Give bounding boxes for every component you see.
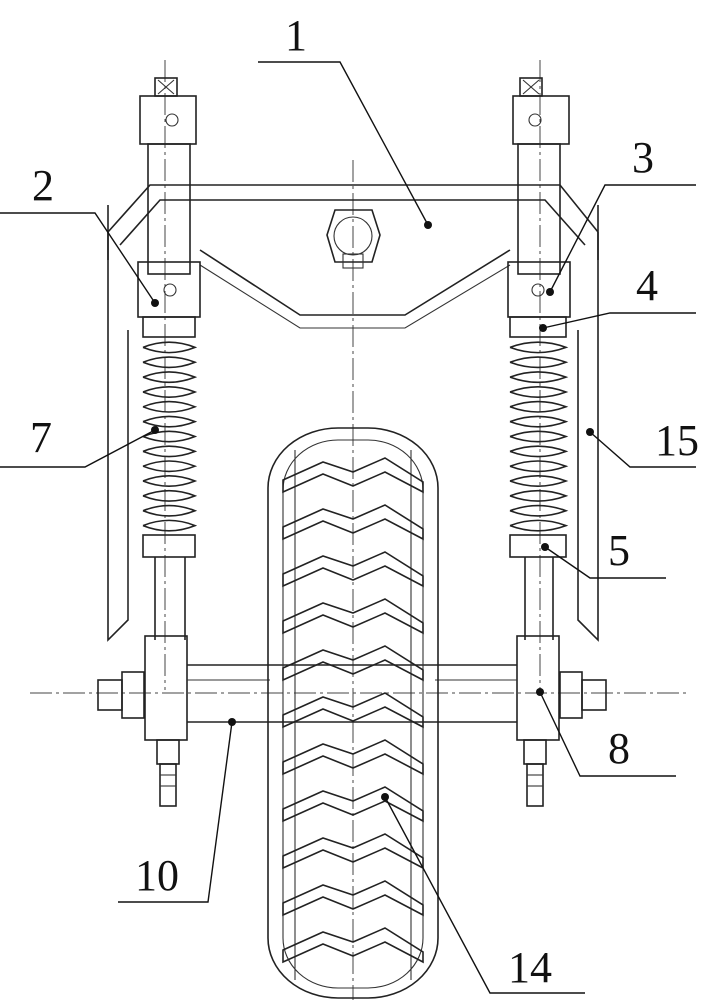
spring-coil [509, 519, 569, 532]
center-lines [30, 60, 690, 1000]
label-part-1: 1 [285, 11, 307, 60]
spring-coil [509, 489, 569, 502]
tread-chevron [282, 927, 424, 964]
spring-coil [509, 385, 569, 398]
spring-coil [509, 445, 569, 458]
tread-chevron [282, 645, 424, 682]
spring-coil [142, 400, 198, 413]
spring-coil [142, 519, 198, 532]
spring-coil [142, 504, 198, 517]
label-part-8: 8 [608, 724, 630, 773]
label-part-14: 14 [508, 943, 552, 992]
tread-chevron [282, 692, 424, 729]
tread-chevron [282, 457, 424, 494]
label-part-3: 3 [632, 133, 654, 182]
leader-lines [0, 61, 696, 994]
tread-chevron [282, 880, 424, 917]
spring-coil [142, 445, 198, 458]
spring-coil [509, 371, 569, 384]
label-part-10: 10 [135, 851, 179, 900]
tread-chevron [282, 598, 424, 635]
spring-coil [509, 341, 569, 354]
spring-coil [509, 504, 569, 517]
spring-coil [142, 460, 198, 473]
label-part-7: 7 [30, 413, 52, 462]
tire [267, 427, 439, 999]
tread-chevron [282, 739, 424, 776]
tread-chevron [282, 786, 424, 823]
spring-coil [142, 475, 198, 488]
spring-coil [509, 415, 569, 428]
tread-chevron [282, 551, 424, 588]
leader-dots [151, 221, 594, 801]
crossbeam [107, 184, 599, 329]
left-column [137, 77, 201, 640]
spring-coil [142, 489, 198, 502]
spring-coil [142, 385, 198, 398]
spring-coil [142, 341, 198, 354]
spring-coil [142, 415, 198, 428]
label-part-5: 5 [608, 526, 630, 575]
spring-coil [509, 430, 569, 443]
tread-chevron [282, 504, 424, 541]
spring-coil [142, 356, 198, 369]
frame-legs [107, 205, 599, 642]
spring-coil [509, 400, 569, 413]
right-column [507, 77, 571, 640]
spring-coil [509, 356, 569, 369]
label-part-4: 4 [636, 261, 658, 310]
spring-coil [509, 460, 569, 473]
label-part-2: 2 [32, 161, 54, 210]
spring-coil [142, 371, 198, 384]
tread-chevrons [282, 457, 424, 964]
axle-assembly [97, 635, 607, 807]
label-part-15: 15 [655, 416, 699, 465]
springs [142, 341, 569, 532]
spring-coil [509, 475, 569, 488]
